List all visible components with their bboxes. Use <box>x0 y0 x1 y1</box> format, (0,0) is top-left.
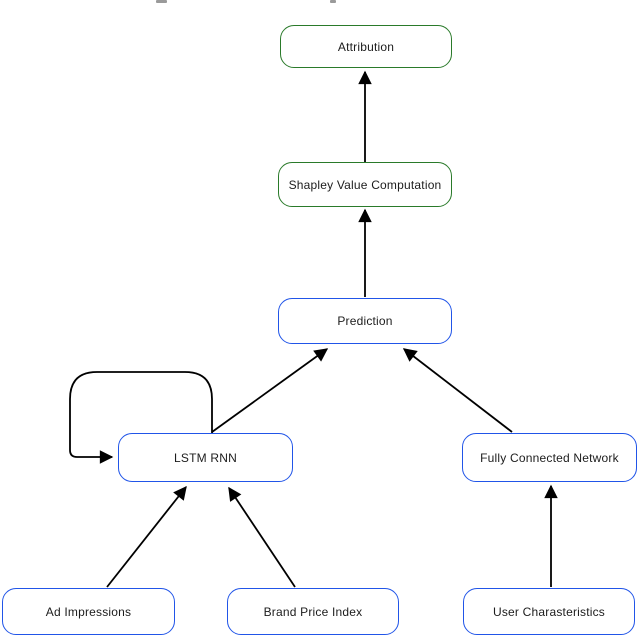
edge-lstm-to-prediction <box>211 348 329 433</box>
node-fcn-label: Fully Connected Network <box>480 450 619 465</box>
node-shapley-value-computation: Shapley Value Computation <box>278 162 452 207</box>
node-shapley-label: Shapley Value Computation <box>288 177 442 192</box>
node-brand-price-index-label: Brand Price Index <box>263 604 363 619</box>
edge-fcn-to-prediction <box>402 348 513 433</box>
node-attribution-label: Attribution <box>337 39 395 54</box>
node-user-characteristics: User Charasteristics <box>463 588 635 635</box>
node-fully-connected-network: Fully Connected Network <box>462 433 637 482</box>
node-lstm-label: LSTM RNN <box>174 450 237 465</box>
node-prediction-label: Prediction <box>337 314 393 328</box>
node-user-characteristics-label: User Charasteristics <box>492 604 606 619</box>
edge-lstm-self-loop <box>69 371 213 464</box>
cropped-text-fragment <box>330 0 336 3</box>
node-ad-impressions: Ad Impressions <box>2 588 175 635</box>
node-brand-price-index: Brand Price Index <box>227 588 399 635</box>
node-attribution: Attribution <box>280 25 452 68</box>
node-lstm-rnn: LSTM RNN <box>118 433 293 482</box>
edge-ad-impressions-to-lstm <box>106 485 187 588</box>
node-prediction: Prediction <box>278 298 452 344</box>
node-ad-impressions-label: Ad Impressions <box>45 604 132 619</box>
cropped-text-fragment <box>156 0 167 3</box>
edge-brand-price-index-to-lstm <box>228 486 296 588</box>
